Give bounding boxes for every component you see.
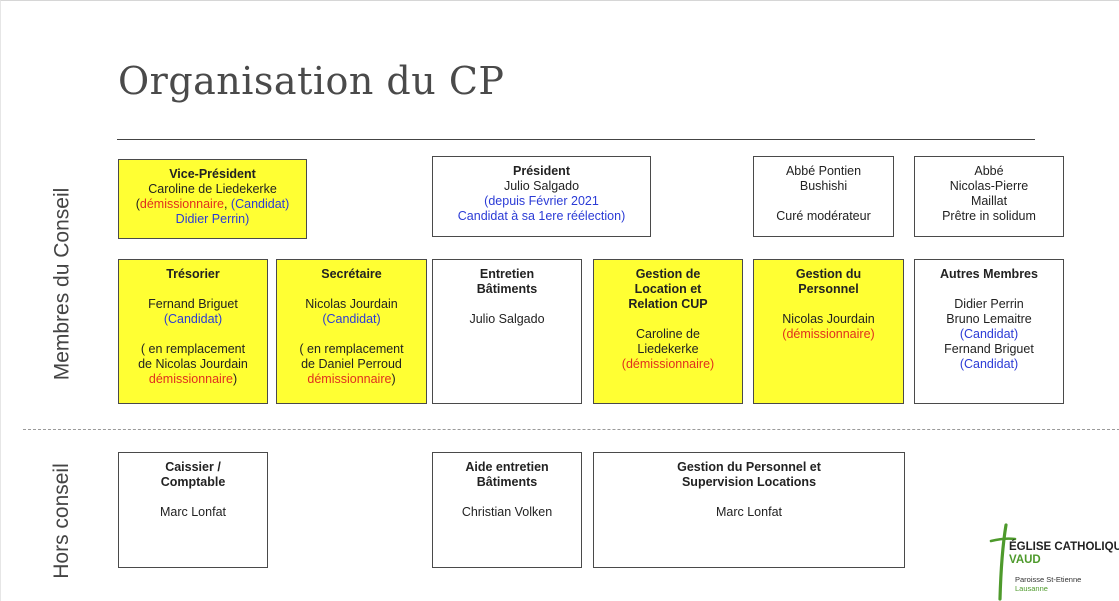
secretaire-candidate: (Candidat) xyxy=(322,312,381,326)
autres-member2: Bruno Lemaitre xyxy=(946,312,1032,326)
abbe-pontien-role: Curé modérateur xyxy=(776,209,871,223)
autres-member1: Didier Perrin xyxy=(954,297,1024,311)
location-title1: Gestion de xyxy=(635,267,701,281)
box-vice-president: Vice-Président Caroline de Liedekerke (d… xyxy=(118,159,307,239)
gestion-supervision-name: Marc Lonfat xyxy=(715,505,782,519)
vice-president-candidate-name: Didier Perrin) xyxy=(175,212,250,226)
box-autres-membres: Autres Membres Didier Perrin Bruno Lemai… xyxy=(914,259,1064,404)
personnel-resigned: (démissionnaire) xyxy=(782,327,875,341)
autres-member2-status: (Candidat) xyxy=(959,327,1019,341)
logo-text-lausanne: Lausanne xyxy=(1015,584,1048,593)
abbe-pontien-line2: Bushishi xyxy=(799,179,848,193)
tresorier-replace1: ( en remplacement xyxy=(140,342,246,356)
gestion-supervision-title1: Gestion du Personnel et xyxy=(677,460,821,474)
location-name1: Caroline de xyxy=(636,327,700,341)
box-personnel: Gestion du Personnel Nicolas Jourdain (d… xyxy=(753,259,904,404)
box-tresorier: Trésorier Fernand Briguet (Candidat) ( e… xyxy=(118,259,268,404)
secretaire-replace2: de Daniel Perroud xyxy=(301,357,402,371)
caissier-title2: Comptable xyxy=(160,475,226,489)
president-name: Julio Salgado xyxy=(503,179,580,193)
secretaire-name: Nicolas Jourdain xyxy=(305,297,398,311)
box-gestion-supervision: Gestion du Personnel et Supervision Loca… xyxy=(593,452,905,568)
title-underline xyxy=(117,139,1035,140)
abbe-maillat-line3: Maillat xyxy=(970,194,1008,208)
secretaire-replace1: ( en remplacement xyxy=(299,342,404,356)
secretaire-resigned: démissionnaire xyxy=(307,372,392,386)
box-location: Gestion de Location et Relation CUP Caro… xyxy=(593,259,743,404)
entretien-name: Julio Salgado xyxy=(469,312,545,326)
president-title: Président xyxy=(513,164,570,178)
logo-text-vaud: VAUD xyxy=(1009,554,1041,566)
vice-president-title: Vice-Président xyxy=(169,167,256,181)
section-separator xyxy=(23,429,1119,430)
tresorier-replace2: de Nicolas Jourdain xyxy=(138,357,248,371)
entretien-title2: Bâtiments xyxy=(476,282,538,296)
box-aide-entretien: Aide entretien Bâtiments Christian Volke… xyxy=(432,452,582,568)
vice-president-status: (démissionnaire, (Candidat) xyxy=(135,197,290,211)
box-entretien: Entretien Bâtiments Julio Salgado xyxy=(432,259,582,404)
box-abbe-maillat: Abbé Nicolas-Pierre Maillat Prêtre in so… xyxy=(914,156,1064,237)
location-name2: Liedekerke xyxy=(637,342,699,356)
box-secretaire: Secrétaire Nicolas Jourdain (Candidat) (… xyxy=(276,259,427,404)
box-abbe-pontien: Abbé Pontien Bushishi Curé modérateur xyxy=(753,156,894,237)
personnel-name: Nicolas Jourdain xyxy=(782,312,875,326)
location-resigned: (démissionnaire) xyxy=(621,357,715,371)
slide-title: Organisation du CP xyxy=(118,59,505,103)
location-title2: Location et xyxy=(634,282,702,296)
aide-entretien-name: Christian Volken xyxy=(461,505,553,519)
section-label-hors: Hors conseil xyxy=(47,441,77,601)
abbe-maillat-line1: Abbé xyxy=(974,164,1004,178)
section-label-hors-text: Hors conseil xyxy=(50,463,74,579)
cross-icon xyxy=(989,523,1017,601)
vice-president-resigned: démissionnaire xyxy=(139,197,224,211)
president-since: (depuis Février 2021 xyxy=(484,194,599,208)
abbe-maillat-role: Prêtre in solidum xyxy=(942,209,1036,223)
box-president: Président Julio Salgado (depuis Février … xyxy=(432,156,651,237)
logo-text-eglise: ÉGLISE CATHOLIQUE xyxy=(1009,541,1119,553)
autres-member3-status: (Candidat) xyxy=(959,357,1019,371)
personnel-title1: Gestion du xyxy=(795,267,862,281)
tresorier-candidate: (Candidat) xyxy=(163,312,223,326)
eglise-catholique-logo: ÉGLISE CATHOLIQUE VAUD Paroisse St-Etien… xyxy=(987,523,1119,601)
location-title3: Relation CUP xyxy=(628,297,708,311)
caissier-title1: Caissier / xyxy=(165,460,221,474)
secretaire-title: Secrétaire xyxy=(321,267,382,281)
president-reelection: Candidat à sa 1ere réélection) xyxy=(457,209,626,223)
box-caissier: Caissier / Comptable Marc Lonfat xyxy=(118,452,268,568)
vice-president-candidate: (Candidat) xyxy=(230,197,290,211)
aide-entretien-title2: Bâtiments xyxy=(476,475,538,489)
personnel-title2: Personnel xyxy=(798,282,859,296)
abbe-maillat-line2: Nicolas-Pierre xyxy=(949,179,1029,193)
gestion-supervision-title2: Supervision Locations xyxy=(681,475,817,489)
entretien-title1: Entretien xyxy=(479,267,535,281)
tresorier-resigned: démissionnaire xyxy=(148,372,233,386)
logo-text-paroisse: Paroisse St-Etienne xyxy=(1015,575,1082,584)
autres-title: Autres Membres xyxy=(940,267,1038,281)
section-label-members-text: Membres du Conseil xyxy=(50,187,73,380)
vice-president-name: Caroline de Liedekerke xyxy=(148,182,277,196)
aide-entretien-title1: Aide entretien xyxy=(465,460,549,474)
vice-president-comma: , xyxy=(223,197,228,211)
tresorier-name: Fernand Briguet xyxy=(148,297,238,311)
caissier-name: Marc Lonfat xyxy=(159,505,226,519)
section-label-members: Membres du Conseil xyxy=(47,151,77,416)
autres-member3: Fernand Briguet xyxy=(944,342,1034,356)
tresorier-title: Trésorier xyxy=(166,267,220,281)
abbe-pontien-line1: Abbé Pontien xyxy=(785,164,862,178)
